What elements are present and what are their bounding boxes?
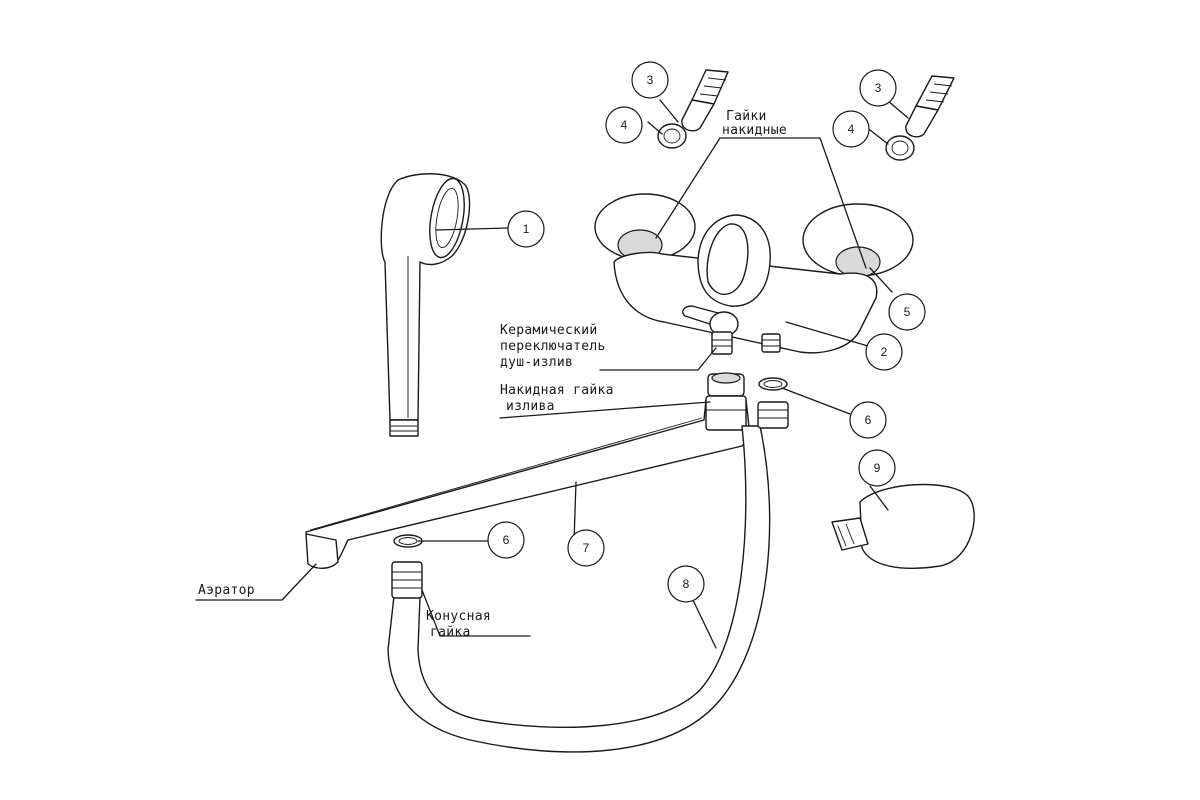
svg-text:9: 9 (874, 461, 881, 475)
svg-text:4: 4 (621, 118, 628, 132)
label-ceramic-switch-line1: Керамический (500, 323, 598, 338)
svg-text:3: 3 (875, 81, 882, 95)
svg-text:5: 5 (904, 305, 911, 319)
svg-text:3: 3 (647, 73, 654, 87)
flexible-hose (387, 401, 789, 753)
svg-text:1: 1 (523, 222, 530, 236)
label-spout-nut-line2: излива (506, 399, 555, 414)
shower-holder (831, 483, 975, 569)
label-cone-nut-line1: Конусная (426, 609, 491, 624)
svg-text:4: 4 (848, 122, 855, 136)
callout-6-upper: 6 (849, 401, 887, 439)
callout-5: 5 (888, 293, 926, 331)
callout-2: 2 (865, 333, 903, 371)
callout-4-right: 4 (832, 110, 870, 148)
callout-9: 9 (858, 449, 896, 487)
shower-head (380, 173, 471, 437)
label-union-nuts-line2: накидные (722, 123, 787, 138)
label-ceramic-switch-line3: душ-излив (500, 355, 573, 370)
svg-text:2: 2 (881, 345, 888, 359)
svg-text:6: 6 (865, 413, 872, 427)
svg-text:6: 6 (503, 533, 510, 547)
label-aerator: Аэратор (198, 583, 255, 598)
callout-3-left: 3 (631, 61, 669, 99)
spout-union-nut (707, 372, 745, 397)
label-cone-nut-line2: гайка (430, 625, 471, 640)
callout-4-left: 4 (605, 106, 643, 144)
callout-1: 1 (507, 210, 545, 248)
svg-text:8: 8 (683, 577, 690, 591)
eccentric-right (885, 75, 955, 161)
spout (305, 395, 751, 569)
callout-6-lower: 6 (487, 521, 525, 559)
callout-3-right: 3 (859, 69, 897, 107)
leader-lines (195, 99, 909, 649)
label-ceramic-switch-line2: переключатель (500, 339, 606, 354)
svg-text:7: 7 (583, 541, 590, 555)
eccentric-left (657, 69, 729, 149)
gasket-upper (758, 377, 788, 391)
callout-7: 7 (567, 529, 605, 567)
callout-8: 8 (667, 565, 705, 603)
mixer-body (594, 193, 914, 355)
label-spout-nut-line1: Накидная гайка (500, 383, 614, 398)
label-union-nuts-line1: Гайки (726, 109, 767, 124)
